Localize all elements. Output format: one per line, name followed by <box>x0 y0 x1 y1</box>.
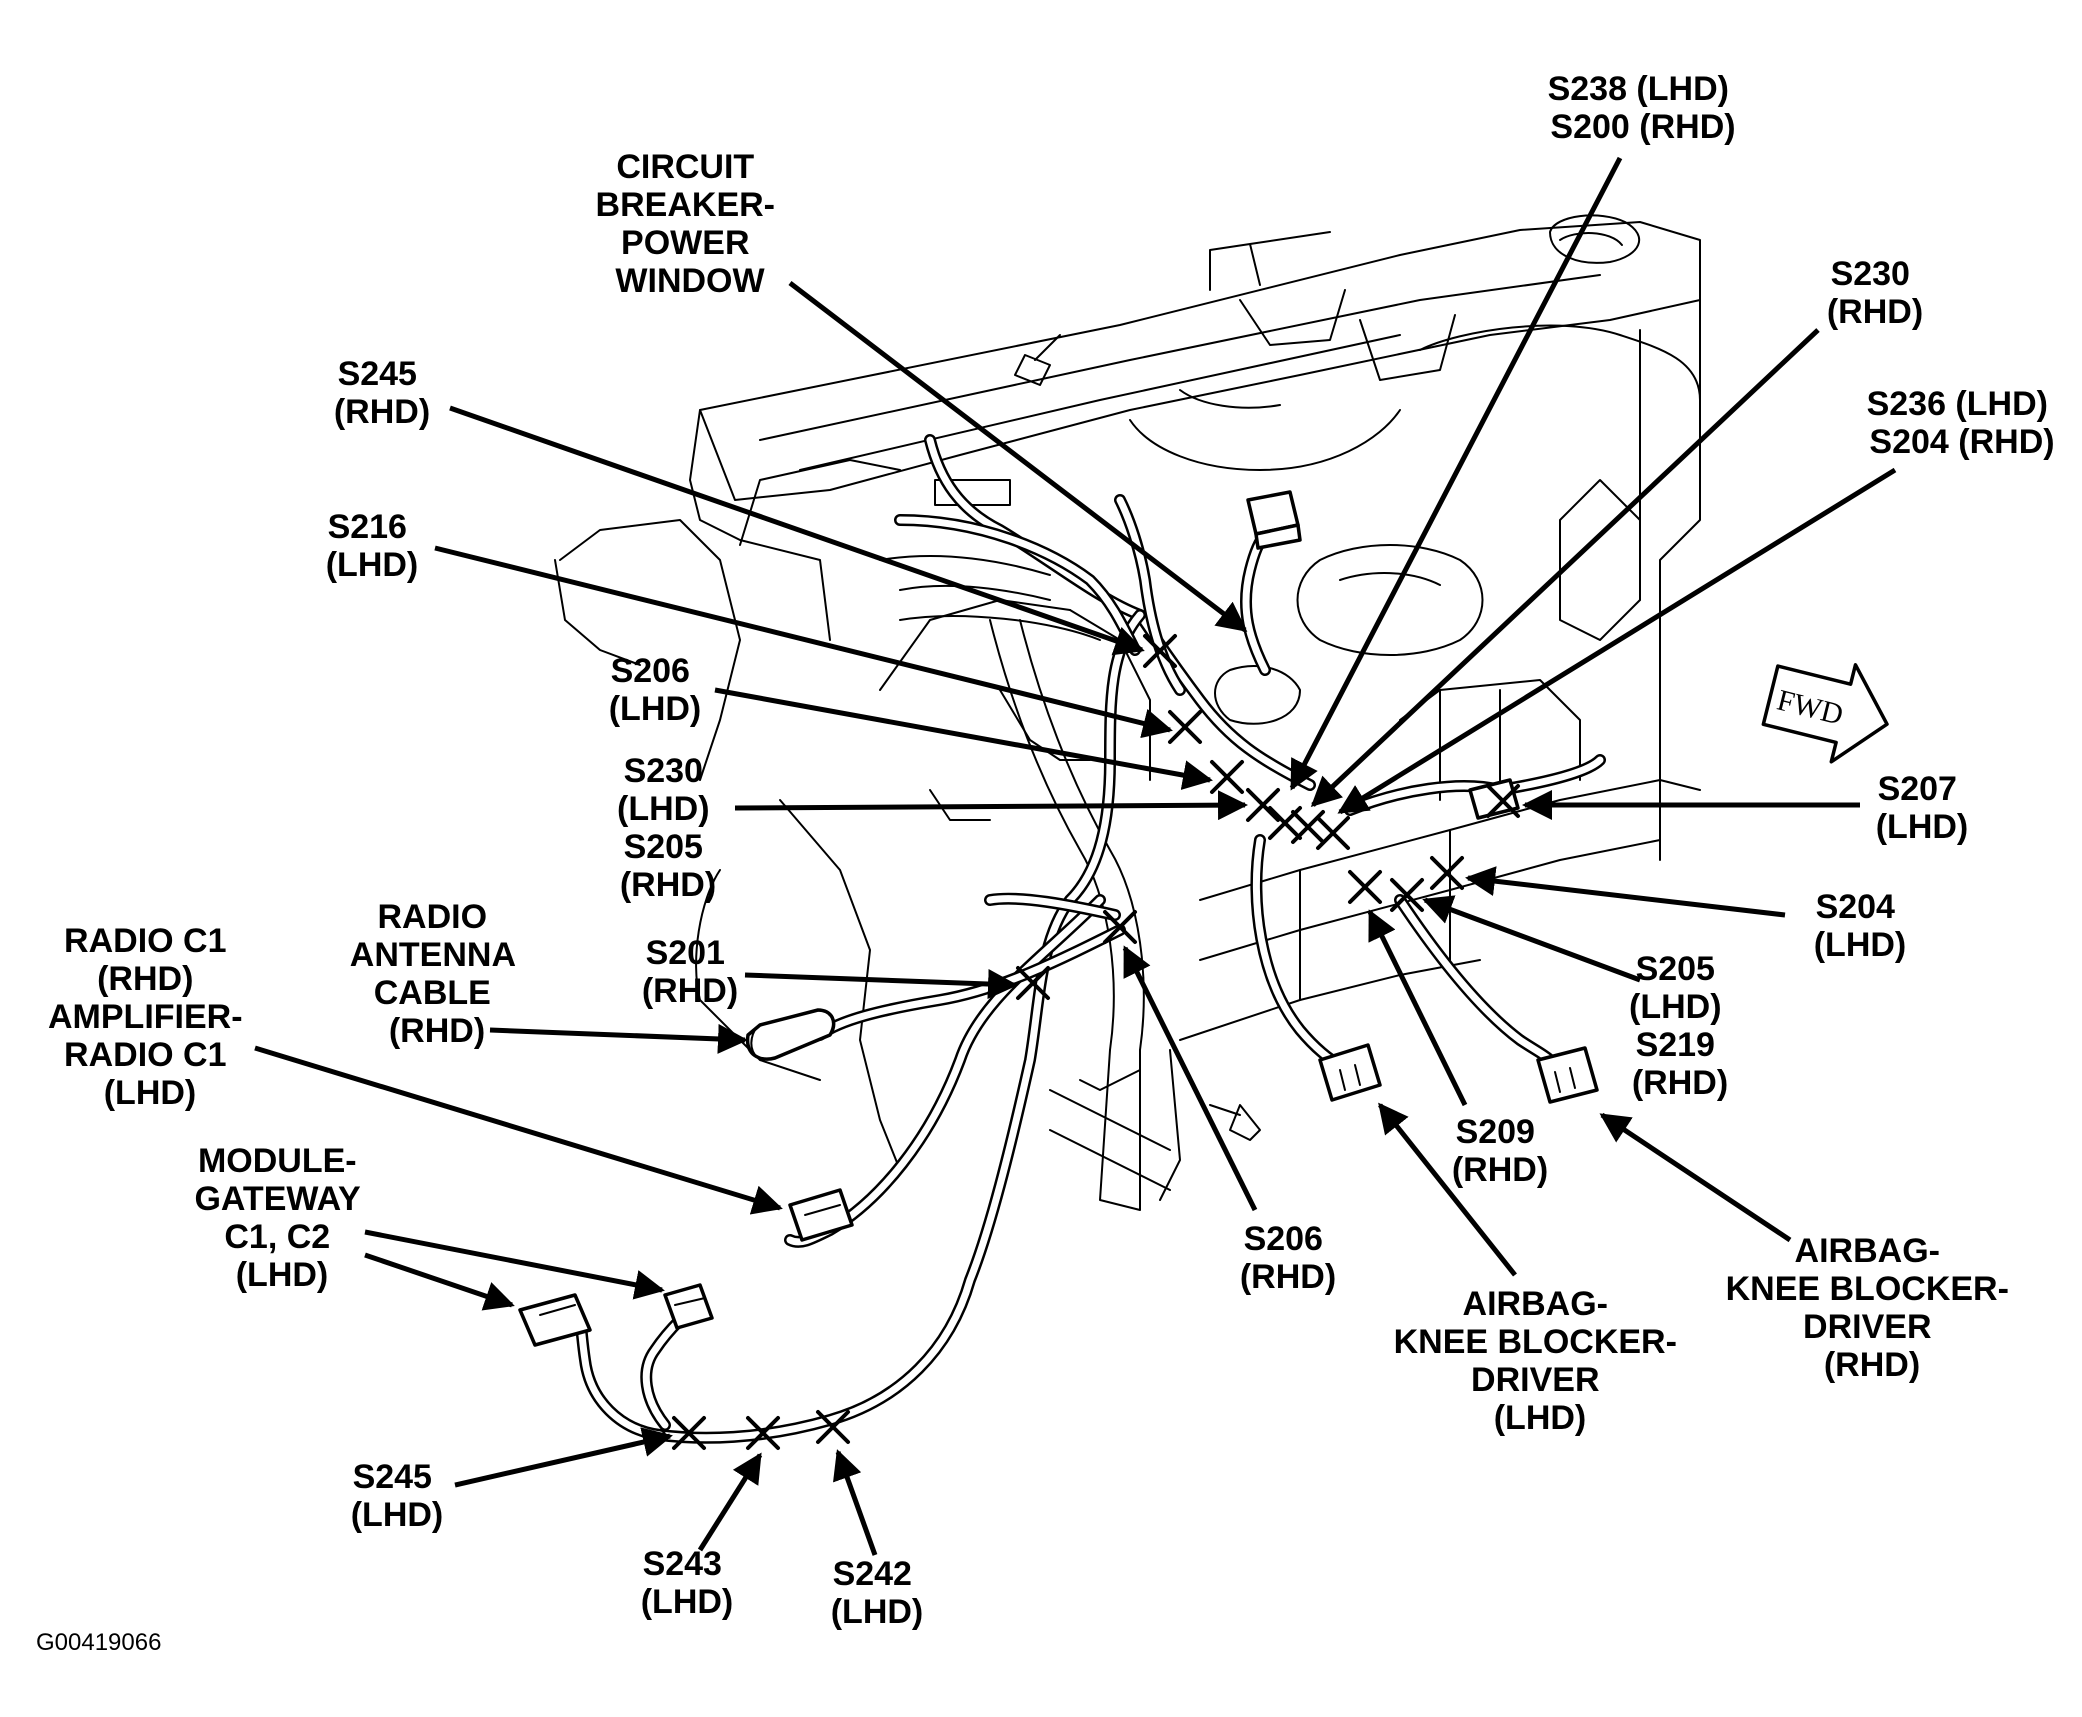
antenna-plug <box>745 1008 836 1061</box>
leader-s206-lhd <box>714 687 1213 790</box>
label-s238-s200: S238 (LHD) S200 (RHD) <box>1548 70 1739 146</box>
splice-marks <box>672 634 1520 1450</box>
fwd-label: FWD <box>1774 684 1847 732</box>
leader-s238 <box>1289 156 1623 791</box>
leader-gateway-c1 <box>364 1252 515 1311</box>
splice-x-s245-lhd <box>672 1416 706 1450</box>
leader-s206-rhd <box>1122 945 1258 1212</box>
leader-lines <box>254 156 1897 1556</box>
fwd-arrow-outline <box>1761 663 1889 764</box>
connectors <box>518 490 1599 1347</box>
leader-airbag-lhd <box>1378 1102 1517 1277</box>
leader-s205-lhd <box>1422 895 1641 983</box>
splice-x-s230-lhd <box>1246 788 1280 822</box>
gateway-c1-connector <box>518 1293 592 1347</box>
label-s206-rhd: S206 (RHD) <box>1240 1220 1336 1296</box>
label-s201-rhd: S201 (RHD) <box>642 934 738 1010</box>
label-s243-lhd: S243 (LHD) <box>641 1545 734 1621</box>
label-s206-lhd: S206 (LHD) <box>609 652 702 728</box>
label-s230-rhd: S230 (RHD) <box>1827 255 1923 331</box>
vehicle-structure-art <box>554 214 1701 1211</box>
label-radio-c1: RADIO C1 (RHD) AMPLIFIER- RADIO C1 (LHD) <box>48 922 252 1112</box>
label-s204-lhd: S204 (LHD) <box>1814 888 1907 964</box>
leader-s230-rhd <box>1310 328 1820 808</box>
leader-airbag-rhd <box>1599 1112 1792 1243</box>
label-s245-rhd: S245 (RHD) <box>334 355 430 431</box>
callout-labels: S238 (LHD) S200 (RHD) CIRCUIT BREAKER- P… <box>48 70 2058 1631</box>
leader-s204-lhd <box>1465 866 1786 918</box>
label-s236-s204: S236 (LHD) S204 (RHD) <box>1867 385 2058 461</box>
figure-id: G00419066 <box>36 1629 161 1656</box>
label-airbag-lhd: AIRBAG- KNEE BLOCKER- DRIVER (LHD) <box>1394 1285 1687 1437</box>
leader-s201 <box>744 969 1018 999</box>
s207-connector <box>1468 778 1520 820</box>
leader-s230-lhd <box>734 790 1248 821</box>
leader-circuit-breaker <box>788 281 1248 632</box>
splice-x-s201 <box>1016 966 1050 1000</box>
splice-x-s206-rhd <box>1103 910 1137 944</box>
leader-s245-rhd <box>449 405 1145 656</box>
label-s242-lhd: S242 (LHD) <box>831 1555 924 1631</box>
leader-radio-antenna <box>489 1023 748 1054</box>
label-s209-rhd: S209 (RHD) <box>1452 1113 1548 1189</box>
gateway-c2-connector <box>663 1283 714 1330</box>
label-radio-antenna: RADIO ANTENNA CABLE (RHD) <box>350 898 524 1050</box>
splice-x-s236 <box>1316 816 1350 850</box>
leader-s236 <box>1337 467 1897 815</box>
label-module-gateway: MODULE- GATEWAY C1, C2 (LHD) <box>194 1142 369 1294</box>
label-s245-lhd: S245 (LHD) <box>351 1458 444 1534</box>
leader-s216 <box>434 545 1173 739</box>
label-s205-s219: S205 (LHD) S219 (RHD) <box>1629 950 1731 1102</box>
radio-c1-connector <box>788 1188 854 1242</box>
leader-gateway-c2 <box>364 1229 665 1300</box>
splice-x-s207 <box>1486 784 1520 818</box>
airbag-lhd-connector <box>1318 1043 1382 1102</box>
leader-s242 <box>833 1449 878 1556</box>
label-airbag-rhd: AIRBAG- KNEE BLOCKER- DRIVER (RHD) <box>1726 1232 2019 1384</box>
splice-x-s204-lhd <box>1430 856 1464 890</box>
fwd-arrow: FWD <box>1761 663 1889 764</box>
label-s230-s205: S230 (LHD) S205 (RHD) <box>617 752 719 904</box>
splice-x-s242 <box>816 1410 850 1444</box>
splice-x-s206-lhd <box>1210 760 1244 794</box>
label-s207-lhd: S207 (LHD) <box>1876 770 1969 846</box>
splice-x-s245-rhd <box>1143 634 1177 668</box>
circuit-breaker-connector <box>1246 490 1302 550</box>
leader-s243 <box>697 1452 763 1552</box>
label-s216-lhd: S216 (LHD) <box>326 508 419 584</box>
airbag-rhd-connector <box>1536 1046 1599 1104</box>
leader-s245-lhd <box>454 1427 673 1488</box>
splice-x-s216 <box>1168 710 1202 744</box>
leader-s209 <box>1367 909 1468 1107</box>
label-circuit-breaker: CIRCUIT BREAKER- POWER WINDOW <box>596 148 785 300</box>
leader-radio-c1 <box>254 1045 783 1215</box>
splice-x-s205-lhd <box>1390 878 1424 912</box>
splice-x-s243 <box>746 1416 780 1450</box>
splice-x-s209 <box>1348 870 1382 904</box>
